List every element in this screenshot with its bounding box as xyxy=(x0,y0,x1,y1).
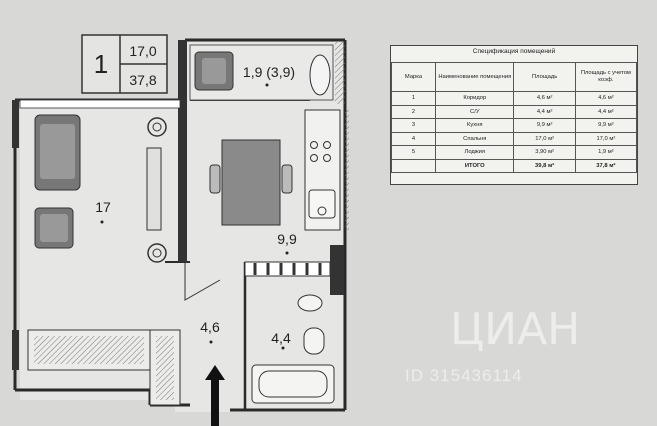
table-cell: 4,4 м² xyxy=(513,104,576,119)
door-swing xyxy=(184,262,221,301)
corridor: 4,6 xyxy=(149,262,225,426)
table-cell: 3,90 м² xyxy=(513,145,576,160)
washbasin-icon xyxy=(297,294,323,312)
header-room-name: Наименование помещения xyxy=(435,62,515,92)
window-top xyxy=(19,99,181,109)
living-area-value: 17,0 xyxy=(129,43,156,59)
table-cell: 4,4 м² xyxy=(574,104,638,119)
loggia: 1,9 (3,9) xyxy=(189,44,334,101)
central-wall xyxy=(178,40,187,262)
table-cell: 1 xyxy=(390,91,437,106)
stove-icon xyxy=(310,141,331,162)
bathroom-area-label: 4,4 xyxy=(271,330,291,346)
window-right xyxy=(345,110,349,230)
toilet-icon xyxy=(303,327,325,355)
table-cell xyxy=(390,158,437,173)
table-row: 5 Лоджия 3,90 м² 1,9 м² xyxy=(390,145,638,160)
loggia-area-label: 1,9 (3,9) xyxy=(243,64,295,80)
table-cell: Коридор xyxy=(435,91,515,106)
table-cell: 3 xyxy=(390,118,437,133)
table-row: 2 С/У 4,4 м² 4,4 м² xyxy=(390,104,638,119)
header-mark: Марка xyxy=(390,62,437,92)
table-row: 3 Кухня 9,9 м² 9,9 м² xyxy=(390,118,638,133)
chair-icon xyxy=(281,164,293,194)
bathroom: 4,4 xyxy=(251,294,335,404)
table-cell: 9,9 м² xyxy=(513,118,576,133)
lamp-icon xyxy=(147,117,167,137)
table-cell: 37,8 м² xyxy=(574,158,638,173)
wall-pier-right xyxy=(330,245,344,295)
table-cell: 17,0 м² xyxy=(574,131,638,146)
chair-icon xyxy=(209,164,221,194)
tv-cabinet-icon xyxy=(146,147,162,231)
lamp-icon xyxy=(147,243,167,263)
armchair-seat xyxy=(202,58,226,84)
table-cell: 5 xyxy=(390,145,437,160)
kitchen: 9,9 xyxy=(209,109,341,277)
apartment-number: 1 xyxy=(94,49,108,79)
table-cell: Кухня xyxy=(435,118,515,133)
living-room-area-label: 17 xyxy=(95,199,111,215)
table-cell: ИТОГО xyxy=(435,158,515,173)
dining-table-icon xyxy=(221,139,281,226)
entrance-arrow-icon xyxy=(205,365,225,426)
total-area-value: 37,8 xyxy=(129,72,156,88)
specification-grid: Марка Наименование помещения Площадь Пло… xyxy=(390,62,638,173)
table-cell: 4,6 м² xyxy=(513,91,576,106)
living-room: 17 xyxy=(27,114,167,371)
wall-pier-bottom xyxy=(12,330,19,370)
wall-pier-top xyxy=(12,100,19,148)
loggia-window xyxy=(335,42,345,104)
header-area-coef: Площадь с учетом коэф. xyxy=(574,62,638,92)
corridor-area-label: 4,6 xyxy=(200,319,220,335)
bathtub-oval-icon xyxy=(309,54,331,96)
kitchen-area-label: 9,9 xyxy=(277,231,297,247)
table-row: 4 Спальня 17,0 м² 17,0 м² xyxy=(390,131,638,146)
table-cell: 1,9 м² xyxy=(574,145,638,160)
sink-icon xyxy=(308,189,336,219)
radiator-icon xyxy=(244,261,331,277)
table-cell: 39,8 м² xyxy=(513,158,576,173)
table-cell: С/У xyxy=(435,104,515,119)
table-header-row: Марка Наименование помещения Площадь Пло… xyxy=(390,62,638,92)
table-cell: Спальня xyxy=(435,131,515,146)
specification-title: Спецификация помещений xyxy=(472,48,556,55)
table-cell: 4,6 м² xyxy=(574,91,638,106)
table-cell: 17,0 м² xyxy=(513,131,576,146)
bathtub-icon xyxy=(251,364,335,404)
table-cell: 2 xyxy=(390,104,437,119)
specification-table: Спецификация помещений Марка Наименовани… xyxy=(390,45,638,185)
table-cell: 4 xyxy=(390,131,437,146)
table-cell: Лоджия xyxy=(435,145,515,160)
table-total-row: ИТОГО 39,8 м² 37,8 м² xyxy=(390,158,638,173)
table-row: 1 Коридор 4,6 м² 4,6 м² xyxy=(390,91,638,106)
table-cell: 9,9 м² xyxy=(574,118,638,133)
apartment-info-box: 1 17,0 37,8 xyxy=(81,34,168,94)
header-area: Площадь xyxy=(513,62,576,92)
